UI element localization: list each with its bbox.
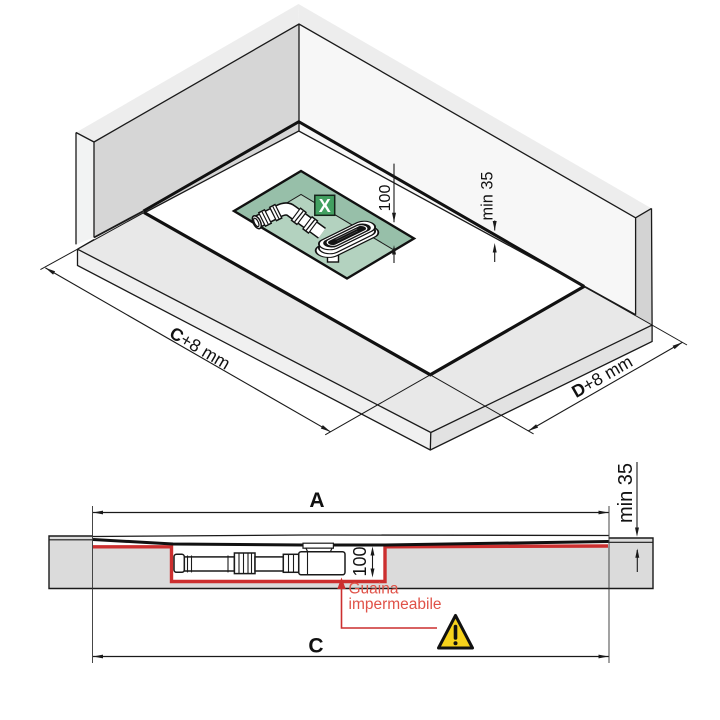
svg-text:impermeabile: impermeabile (349, 596, 442, 613)
svg-text:100: 100 (377, 185, 394, 212)
svg-text:Guaina: Guaina (349, 581, 399, 598)
svg-text:A: A (309, 489, 324, 512)
svg-text:min 35: min 35 (615, 463, 637, 523)
svg-text:X: X (319, 196, 331, 216)
svg-text:C: C (308, 635, 323, 658)
svg-text:min 35: min 35 (479, 172, 497, 221)
svg-text:100: 100 (350, 546, 370, 576)
